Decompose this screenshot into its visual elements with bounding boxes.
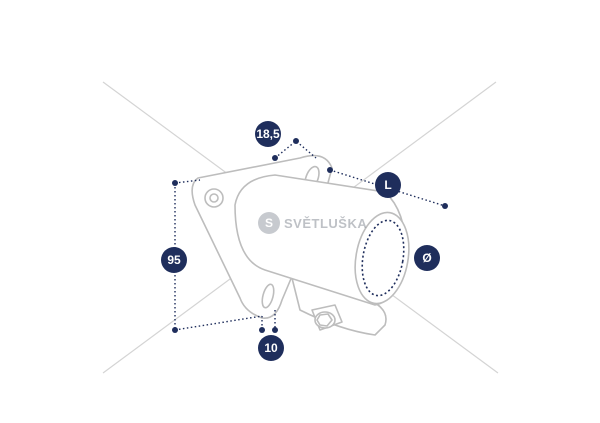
- logo-icon: S: [258, 212, 280, 234]
- dimension-badge-slot: 10: [258, 335, 284, 361]
- dimension-endpoints: [172, 138, 448, 333]
- clamp-body: [191, 154, 410, 336]
- watermark-brand: SVĚTLUŠKA: [284, 215, 368, 231]
- dimension-badge-height: 95: [161, 247, 187, 273]
- dimension-badge-length: L: [375, 172, 401, 198]
- watermark-logo: S SVĚTLUŠKA: [258, 212, 367, 234]
- dimension-badge-diameter: Ø: [414, 245, 440, 271]
- dimension-badge-offset: 18,5: [255, 121, 281, 147]
